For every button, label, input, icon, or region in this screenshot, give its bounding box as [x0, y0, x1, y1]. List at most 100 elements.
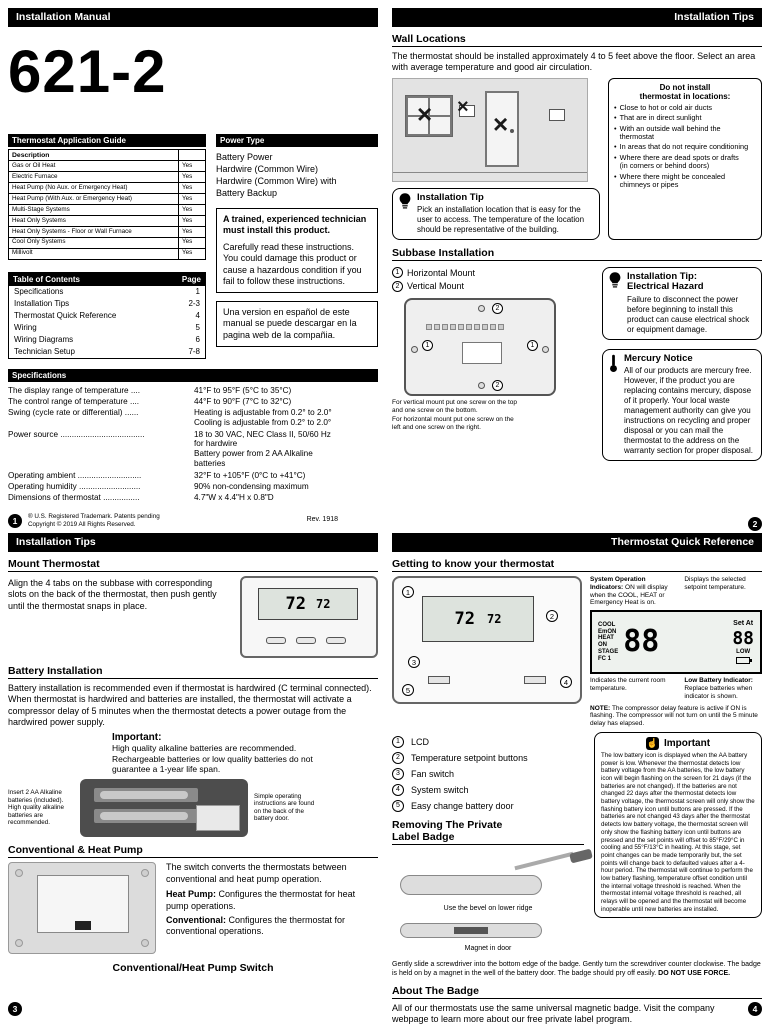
important-title: Important: [112, 732, 162, 743]
cell-label: Heat Only Systems - Floor or Wall Furnac… [9, 227, 179, 237]
door-graphic [485, 90, 519, 167]
callout-1: 1 [402, 586, 414, 598]
setpoint-note: Displays the selected setpoint temperatu… [684, 576, 746, 591]
spec-value: 90% non-condensing maximum [194, 481, 309, 491]
table-row: Heat Only Systems - Floor or Wall Furnac… [9, 226, 205, 237]
spec-row: The control range of temperature ....44°… [8, 397, 378, 407]
cell-value: Yes [182, 194, 193, 202]
cell-value: Yes [182, 183, 193, 191]
column-description: Description [9, 150, 179, 161]
toc-label: Installation Tips [14, 299, 70, 309]
toc-page: 6 [195, 335, 200, 345]
conventional-label: Conventional: [166, 914, 226, 925]
spec-label: The control range of temperature .... [8, 397, 140, 407]
magnet-illustration [392, 919, 584, 943]
cell-value: Yes [182, 249, 193, 257]
heat-pump-label: Heat Pump: [166, 889, 217, 900]
spec-row: Swing (cycle rate or differential) .....… [8, 408, 378, 428]
mercury-notice-title: Mercury Notice [624, 352, 693, 364]
window-graphic [405, 94, 453, 137]
battery-caption-left: Insert 2 AA Alkaline batteries (included… [8, 789, 65, 827]
callout-5: 5 [392, 799, 404, 812]
cell-label: Heat Only Systems [9, 216, 179, 226]
spec-value: Heating is adjustable from 0.2° to 2.0° … [194, 408, 332, 428]
cell-value: Yes [182, 205, 193, 213]
wall-locations-illustration: × × × [392, 77, 588, 182]
important-text: High quality alkaline batteries are reco… [112, 743, 313, 775]
revision-label: Rev. 1918 [306, 516, 338, 524]
callout-1: 1 [527, 339, 538, 351]
page1-footer: 1 ® U.S. Registered Trademark. Patents p… [8, 513, 378, 528]
spec-value: 18 to 30 VAC, NEC Class II, 50/60 Hz for… [194, 429, 331, 469]
badge-graphic [400, 874, 542, 895]
toc-page: 7-8 [188, 347, 200, 357]
table-header-row: Description [9, 150, 205, 161]
toc-page: 5 [195, 323, 200, 333]
list-item: •In areas that do not require conditioni… [614, 142, 749, 152]
wire-hole [462, 341, 502, 364]
callout-4: 4 [392, 783, 404, 796]
battery-important-block: Important: High quality alkaline batteri… [112, 732, 348, 775]
callout-5: 5 [402, 684, 414, 696]
callout-3: 3 [392, 767, 404, 780]
application-guide-table: Thermostat Application Guide Description… [8, 134, 206, 260]
callout-4: 4 [560, 676, 572, 688]
installation-tip-text: Pick an installation location that is ea… [417, 204, 585, 234]
mount-thermostat-text: Align the 4 tabs on the subbase with cor… [8, 578, 217, 611]
spec-row: The display range of temperature ....41°… [8, 386, 378, 396]
callout-2: 2 [392, 280, 403, 292]
toc-page: 1 [195, 287, 200, 297]
cell-label: Gas or Oil Heat [9, 161, 179, 172]
important-box-title: Important [663, 737, 711, 749]
model-number: 621-2 [8, 38, 167, 105]
toc-label: Technician Setup [14, 347, 75, 357]
pointing-hand-icon: ☝ [645, 736, 659, 750]
switch-callout-label: Conventional/Heat Pump Switch [112, 961, 274, 974]
cell-label: Heat Pump (With Aux. or Emergency Heat) [9, 194, 179, 205]
cell-label: Heat Pump (No Aux. or Emergency Heat) [9, 183, 179, 194]
spec-label: The display range of temperature .... [8, 385, 140, 395]
bullet: • [614, 152, 617, 162]
page-1: 621-2 Thermostat Application Guide Descr… [8, 33, 378, 531]
cell-label: Millivolt [9, 248, 179, 259]
fan-switch-graphic [428, 676, 450, 684]
callout-2: 2 [492, 379, 503, 391]
screw-icon [141, 938, 149, 947]
screwdriver-handle [569, 848, 593, 864]
screw-icon [15, 868, 23, 877]
wall-locations-title: Wall Locations [392, 33, 762, 47]
callout-2: 2 [492, 302, 503, 314]
low-battery-note: Low Battery Indicator: Replace batteries… [684, 677, 753, 700]
subbase-caption: For vertical mount put one screw on the … [392, 398, 518, 432]
switch-illustration [8, 861, 156, 954]
floor-line [393, 171, 587, 173]
removing-badge-title: Removing The Private Label Badge [392, 819, 584, 845]
middle-band: Installation Tips Thermostat Quick Refer… [8, 533, 762, 552]
setpoint-temperature: 72 [316, 597, 331, 611]
do-not-install-box: Do not install thermostat in locations: … [608, 77, 762, 240]
copyright-line: Copyright © 2019 All Rights Reserved. [28, 520, 136, 528]
conventional-heat-pump-title: Conventional & Heat Pump [8, 844, 378, 858]
heat-pump-text: Configures the thermostat for heat pump … [166, 889, 356, 911]
battery-door-illustration [80, 778, 248, 837]
thermostat-buttons [266, 637, 346, 644]
bullet: • [614, 113, 617, 123]
tip-subtitle: Electrical Hazard [627, 281, 704, 293]
cell-label: Multi-Stage Systems [9, 205, 179, 216]
about-the-badge-text: All of our thermostats use the same univ… [392, 1002, 715, 1024]
tip-title: Installation Tip: [627, 270, 698, 282]
mid-band-left-title: Installation Tips [8, 533, 378, 552]
page-2: Wall Locations The thermostat should be … [392, 33, 762, 531]
compressor-delay-note: NOTE: The compressor delay feature is ac… [590, 704, 758, 728]
spec-row: Dimensions of thermostat ...............… [8, 493, 378, 503]
magnet-graphic [454, 927, 488, 935]
magnet-note: Magnet in door [464, 945, 512, 953]
wall-locations-intro: The thermostat should be installed appro… [392, 51, 756, 73]
